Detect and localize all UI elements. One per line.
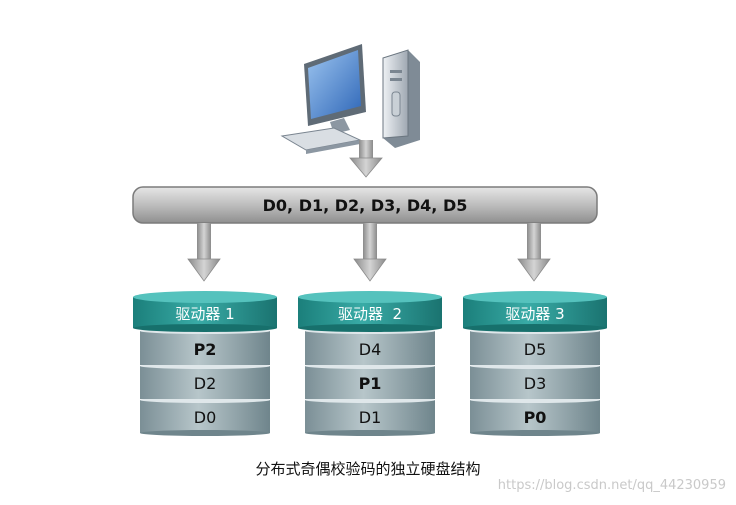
drive-2-block-1-label: D4: [359, 340, 382, 359]
drive-1-block-1: P2: [140, 328, 270, 365]
drive-1-header: 驱动器 1: [133, 291, 277, 332]
drive-3-header: 驱动器 3: [463, 291, 607, 332]
drive-2-block-2: P1: [305, 363, 435, 399]
drive-1-header-label: 驱动器 1: [175, 305, 234, 323]
drive-1-block-1-label: P2: [194, 340, 217, 359]
arrow-bus-to-drive-2: [353, 223, 387, 282]
drive-2-block-3-label: D1: [359, 408, 382, 427]
drive-2-block-1: D4: [305, 328, 435, 365]
drive-2-header-label: 驱动器 2: [338, 305, 402, 323]
bus-label: D0, D1, D2, D3, D4, D5: [263, 196, 468, 215]
drive-3: P0 D3 D5 驱动器 3: [463, 223, 607, 436]
drive-1-block-2: D2: [140, 363, 270, 399]
drive-3-block-3-label: P0: [524, 408, 547, 427]
arrow-computer-to-bus: [349, 140, 383, 178]
drive-3-block-1: D5: [470, 328, 600, 365]
drive-3-header-label: 驱动器 3: [505, 305, 564, 323]
computer-icon: [280, 44, 420, 154]
drive-3-block-1-label: D5: [524, 340, 547, 359]
drive-2-block-3: D1: [305, 397, 435, 436]
drive-2: D1 P1 D4 驱动器 2: [298, 223, 442, 436]
drive-2-block-2-label: P1: [359, 374, 382, 393]
drive-3-block-2-label: D3: [524, 374, 547, 393]
drive-1-block-2-label: D2: [194, 374, 217, 393]
drive-3-block-3: P0: [470, 397, 600, 436]
data-bus: D0, D1, D2, D3, D4, D5: [132, 186, 598, 224]
drive-2-header: 驱动器 2: [298, 291, 442, 332]
arrow-bus-to-drive-1: [187, 223, 221, 282]
diagram-caption: 分布式奇偶校验码的独立硬盘结构: [255, 460, 481, 478]
watermark: https://blog.csdn.net/qq_44230959: [497, 478, 726, 493]
arrow-bus-to-drive-3: [517, 223, 551, 282]
drive-1-block-3: D0: [140, 397, 270, 436]
drive-1: D0 D2 P2 驱动器 1: [133, 223, 277, 436]
drive-3-block-2: D3: [470, 363, 600, 399]
drive-1-block-3-label: D0: [194, 408, 217, 427]
